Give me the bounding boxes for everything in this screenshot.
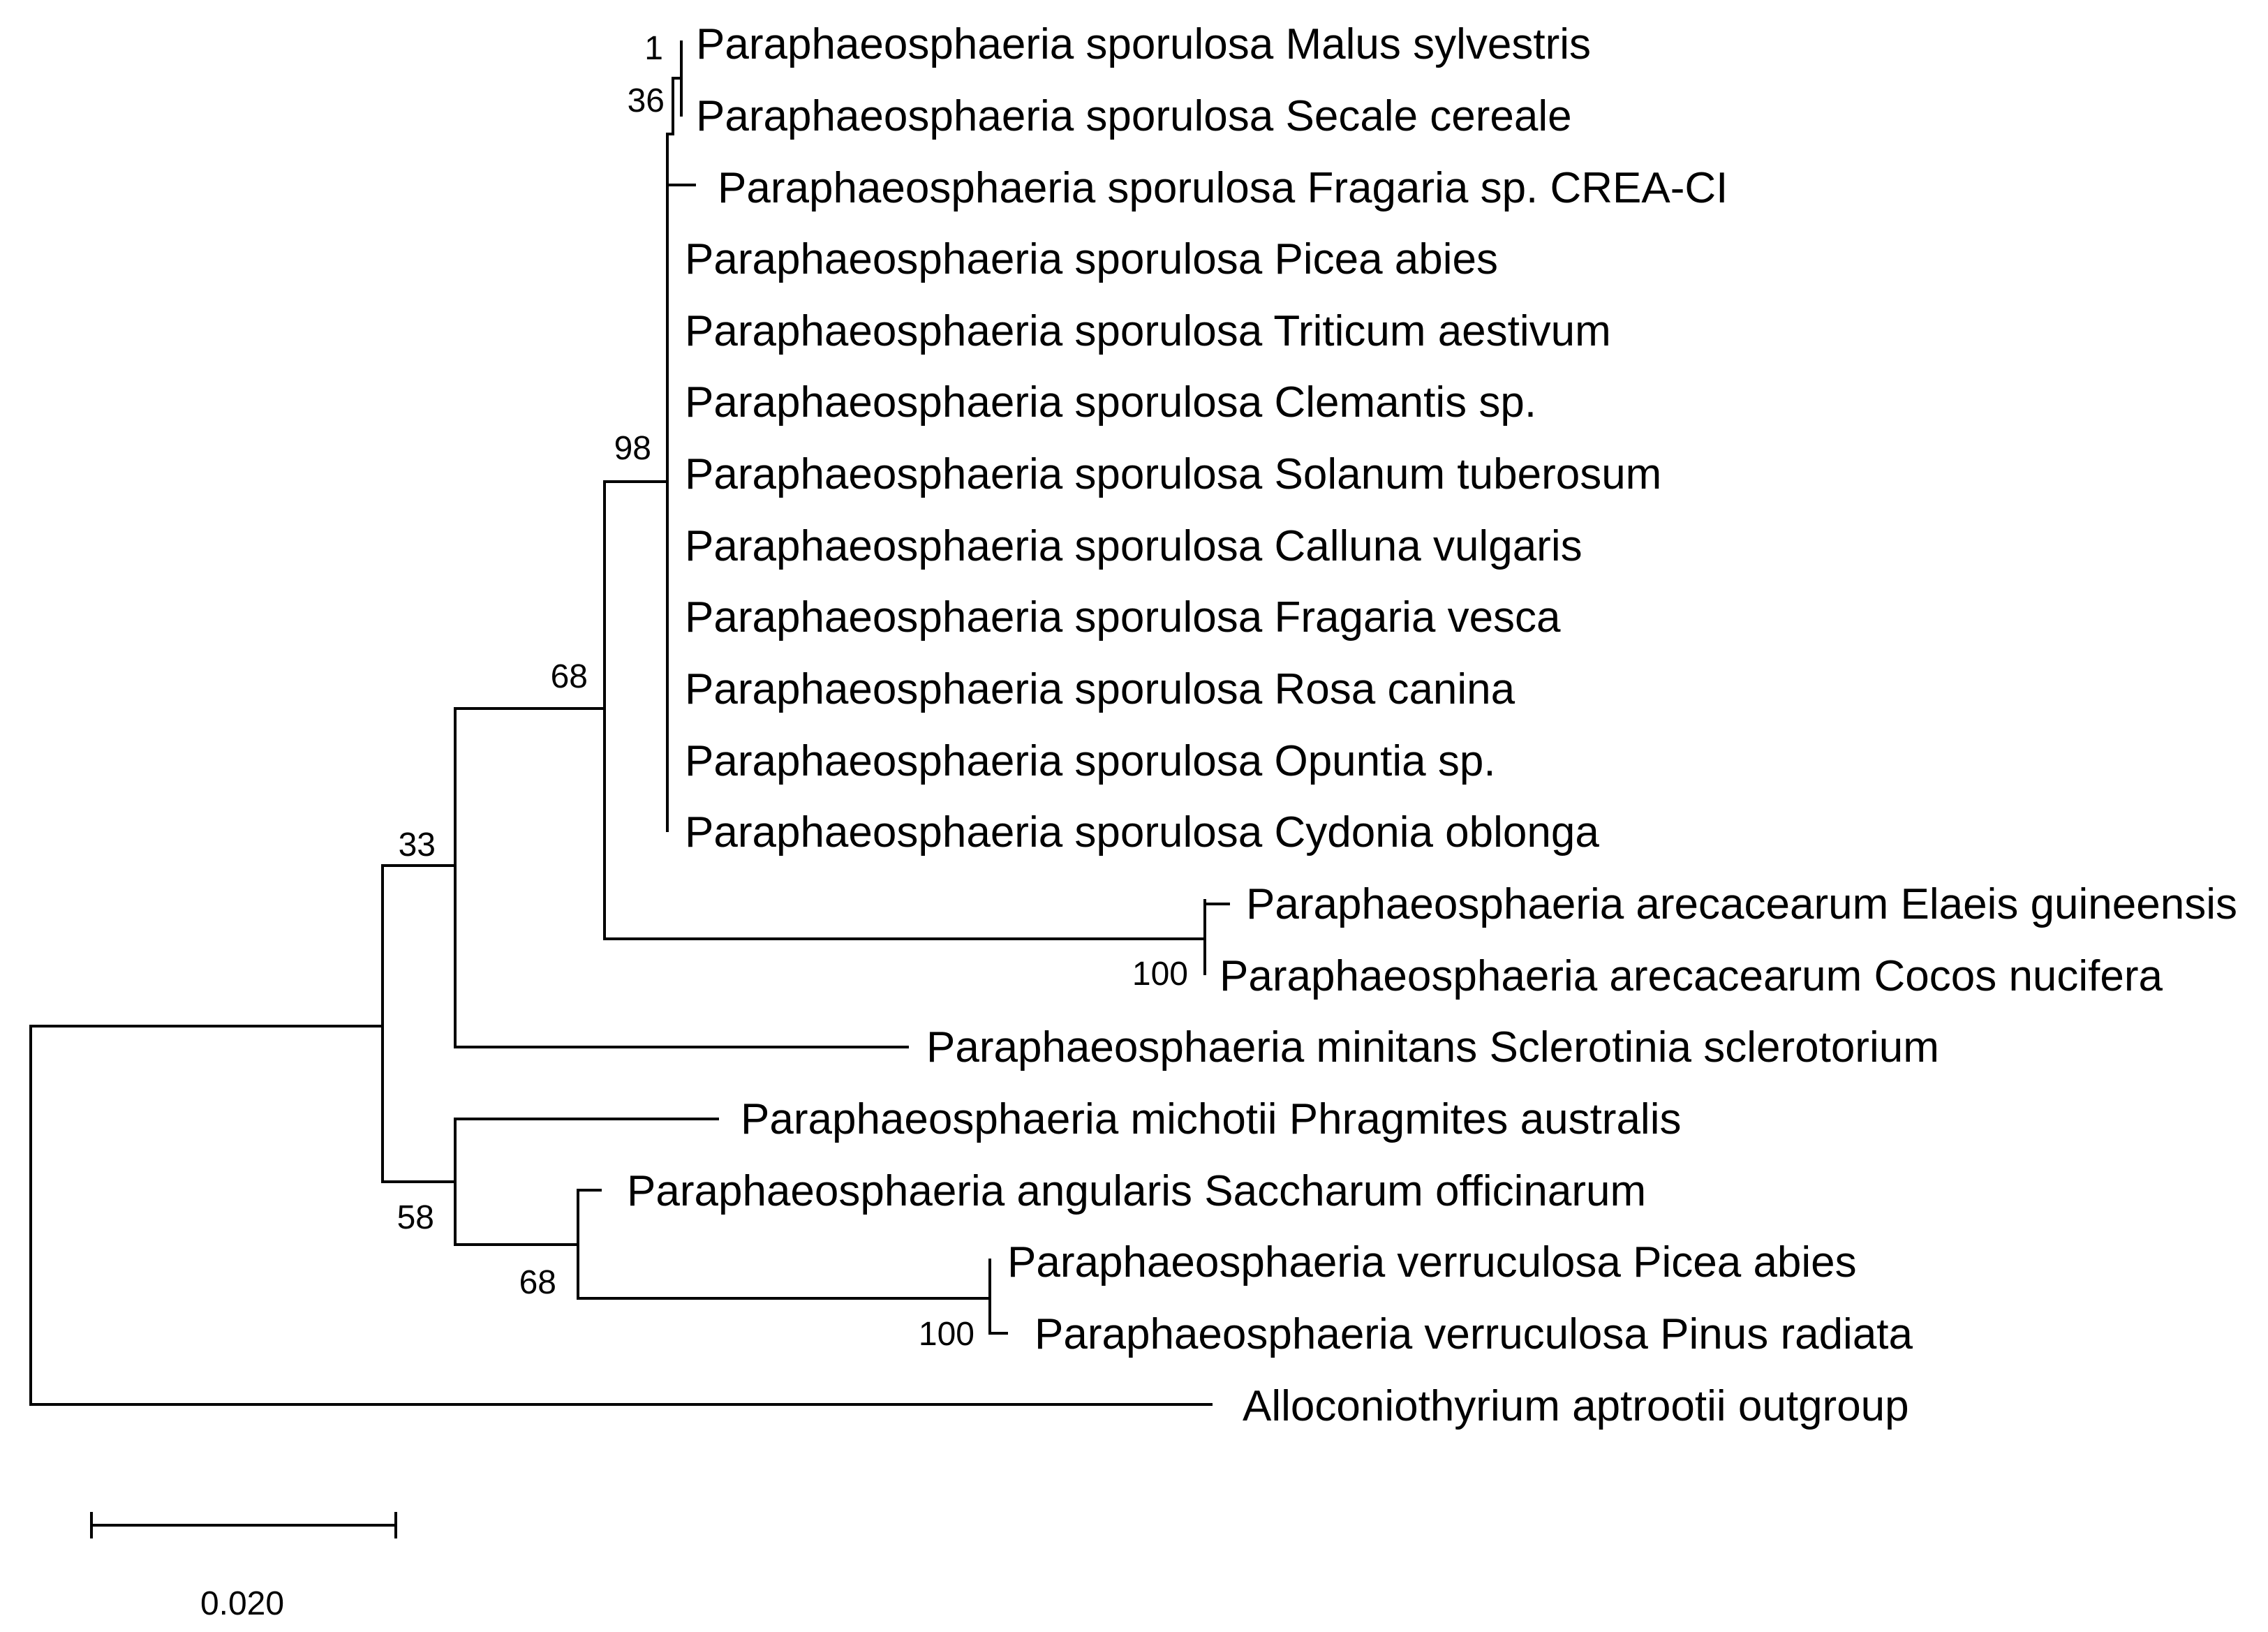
bootstrap-value: 100: [919, 1316, 974, 1353]
taxon-label: Paraphaeosphaeria verruculosa Picea abie…: [1007, 1238, 1857, 1286]
taxon-label: Paraphaeosphaeria arecacearum Cocos nuci…: [1220, 952, 2163, 1000]
bootstrap-value: 33: [399, 826, 436, 863]
taxon-labels: Paraphaeosphaeria sporulosa Malus sylves…: [627, 20, 2237, 1430]
taxon-label: Paraphaeosphaeria michotii Phragmites au…: [741, 1095, 1681, 1143]
scale-bar-label: 0.020: [200, 1585, 284, 1622]
taxon-label: Paraphaeosphaeria sporulosa Fragaria sp.…: [718, 164, 1728, 212]
tree-branches: [29, 40, 1230, 1406]
taxon-label: Paraphaeosphaeria sporulosa Fragaria ves…: [685, 593, 1561, 641]
scale-bar: 0.020: [90, 1512, 397, 1622]
taxon-label: Paraphaeosphaeria minitans Sclerotinia s…: [926, 1023, 1939, 1071]
taxon-label: Paraphaeosphaeria sporulosa Clemantis sp…: [685, 378, 1536, 426]
bootstrap-value: 68: [519, 1264, 556, 1301]
taxon-label: Paraphaeosphaeria sporulosa Malus sylves…: [696, 20, 1591, 68]
taxon-label: Paraphaeosphaeria sporulosa Triticum aes…: [685, 307, 1611, 355]
taxon-label: Alloconiothyrium aptrootii outgroup: [1243, 1382, 1909, 1430]
taxon-label: Paraphaeosphaeria sporulosa Rosa canina: [685, 665, 1515, 713]
taxon-label: Paraphaeosphaeria sporulosa Calluna vulg…: [685, 522, 1583, 570]
support-values: 1 36 98 68 33 100 58 68 100: [397, 30, 1188, 1353]
bootstrap-value: 100: [1132, 956, 1188, 993]
taxon-label: Paraphaeosphaeria verruculosa Pinus radi…: [1035, 1310, 1913, 1358]
bootstrap-value: 1: [644, 30, 663, 67]
taxon-label: Paraphaeosphaeria sporulosa Secale cerea…: [696, 92, 1572, 140]
taxon-label: Paraphaeosphaeria sporulosa Solanum tube…: [685, 450, 1661, 498]
bootstrap-value: 36: [628, 82, 665, 119]
taxon-label: Paraphaeosphaeria angularis Saccharum of…: [627, 1167, 1646, 1215]
bootstrap-value: 58: [397, 1199, 434, 1236]
bootstrap-value: 68: [551, 658, 588, 695]
taxon-label: Paraphaeosphaeria sporulosa Opuntia sp.: [685, 737, 1496, 785]
bootstrap-value: 98: [614, 430, 651, 467]
taxon-label: Paraphaeosphaeria sporulosa Picea abies: [685, 235, 1498, 283]
taxon-label: Paraphaeosphaeria sporulosa Cydonia oblo…: [685, 808, 1599, 856]
taxon-label: Paraphaeosphaeria arecacearum Elaeis gui…: [1246, 880, 2237, 928]
